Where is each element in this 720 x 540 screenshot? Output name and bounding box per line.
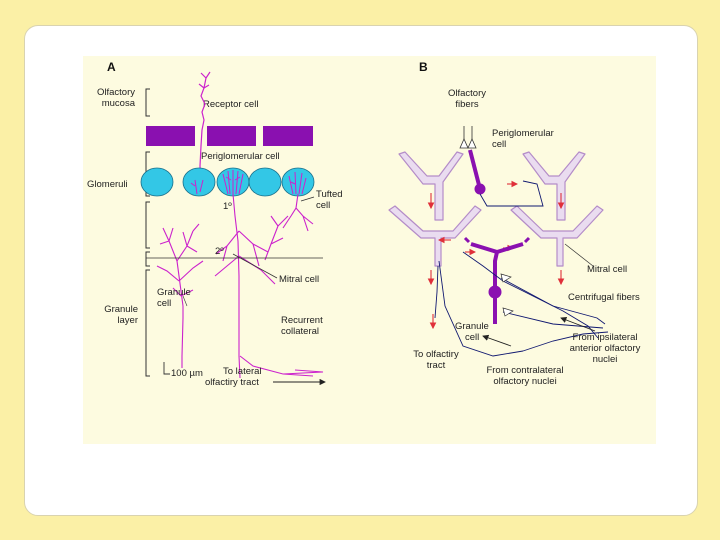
olfactory-tract-label: To olfactiry [413,349,459,360]
mitral-cell-label-a: Mitral cell [279,274,319,285]
secondary-dendrite-label: 2º [215,246,224,257]
receptor-cell [198,71,211,185]
centrifugal-fibers-label: Centrifugal fibers [568,292,640,303]
recurrent-collateral-label-line2: collateral [281,326,319,337]
periglomerular-cell-b [468,149,486,195]
olfactory-fibers-label-line2: fibers [455,99,478,110]
primary-dendrite-label: 1º [223,201,232,212]
periglomerular-axon [479,180,544,207]
glomeruli-label: Glomeruli [87,179,128,190]
ipsilateral-label: From ipsilateral [573,332,638,343]
granule-cell-b [463,236,531,324]
olfactory-fibers-label: Olfactory [448,88,486,99]
mitral-cell-label-b: Mitral cell [587,264,627,275]
mucosa-blocks [146,126,313,146]
granule-pointer-a [182,295,188,307]
tufted-cell-label-line2: cell [316,200,330,211]
olfactory-fiber-arrows [459,126,477,149]
scale-bar [163,362,170,375]
lateral-tract-label-line2: olfactiry tract [205,377,259,388]
granule-layer-label: Granule [104,304,138,315]
receptor-cell-label: Receptor cell [203,99,258,110]
granule-cell-label-a-line2: cell [157,298,171,309]
tufted-cell-label: Tufted [316,189,343,200]
mitral-dendrites-b [388,151,604,267]
panel-a-letter: A [107,60,116,74]
contralateral-label-line2: olfactory nuclei [493,376,556,387]
figure-svg: A Olfactory mucosa Receptor cell Periglo… [87,60,641,388]
granule-cell-label-b: Granule [455,321,489,332]
mitral-pointer-b [564,243,594,267]
nuclei-arrows [482,316,596,347]
periglomerular-label-b: Periglomerular [492,128,554,139]
granule-cell-a [156,223,204,368]
mitral-pointer-a [232,253,278,279]
granule-cell-label-b-line2: cell [465,332,479,343]
contralateral-label: From contralateral [486,365,563,376]
scale-bar-label: 100 µm [171,368,203,379]
olfactory-bulb-figure: A Olfactory mucosa Receptor cell Periglo… [83,56,656,444]
glomeruli [140,167,315,197]
recurrent-collateral-label: Recurrent [281,315,323,326]
glomerular-tufts [190,170,307,195]
periglomerular-label-b-line2: cell [492,139,506,150]
panel-b-letter: B [419,60,428,74]
centrifugal-fiber-ends [500,273,514,317]
centrifugal-fibers [434,251,609,357]
granule-cell-label-a: Granule [157,287,191,298]
olfactory-tract-label-line2: tract [427,360,446,371]
granule-layer-label-line2: layer [117,315,138,326]
ipsilateral-label-line3: nuclei [593,354,618,365]
tufted-pointer [300,196,315,202]
ipsilateral-label-line2: anterior olfactory [570,343,641,354]
olfactory-mucosa-label-line2: mucosa [102,98,136,109]
lateral-tract-label: To lateral [223,366,262,377]
mitral-cell [214,193,324,379]
periglomerular-cell-label-a: Periglomerular cell [201,151,280,162]
olfactory-mucosa-label: Olfactory [97,87,135,98]
